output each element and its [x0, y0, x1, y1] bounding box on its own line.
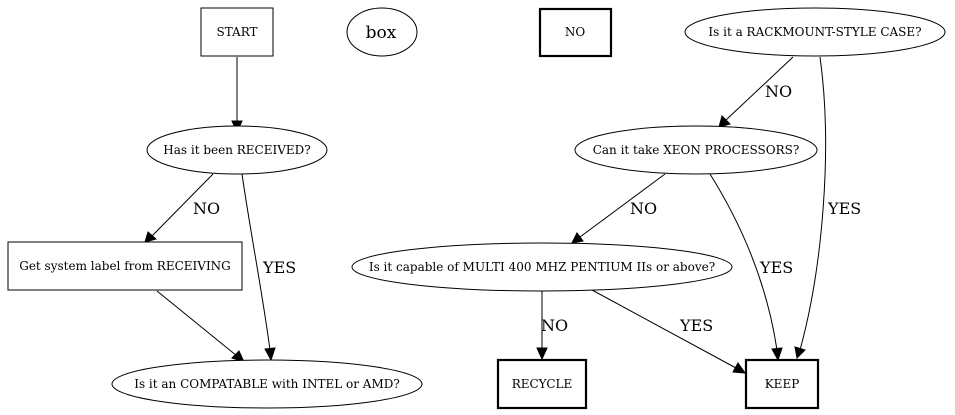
node-multi400-question: Is it capable of MULTI 400 MHZ PENTIUM I…	[351, 242, 733, 292]
node-get-label-text: Get system label from RECEIVING	[19, 259, 231, 273]
edge-label-xeon-no: NO	[630, 199, 657, 218]
node-no: NO	[538, 7, 613, 58]
node-received-label: Has it been RECEIVED?	[163, 143, 310, 157]
node-keep-label: KEEP	[765, 377, 800, 391]
edge-multi-to-recycle	[536, 290, 548, 361]
edge-rackmount-to-xeon	[718, 56, 794, 128]
edge-label-multi-no: NO	[541, 316, 568, 335]
edge-received-to-label	[144, 173, 214, 243]
node-compatible-label: Is it an COMPATABLE with INTEL or AMD?	[134, 377, 400, 391]
node-multi400-label: Is it capable of MULTI 400 MHZ PENTIUM I…	[369, 260, 715, 274]
node-start-label: START	[216, 25, 257, 39]
edge-xeon-to-keep	[709, 173, 783, 362]
node-rackmount-question: Is it a RACKMOUNT-STYLE CASE?	[684, 7, 946, 57]
edge-label-rackmount-no: NO	[765, 82, 792, 101]
node-start: START	[200, 7, 274, 57]
edge-xeon-to-multi	[571, 173, 666, 244]
node-compatible-question: Is it an COMPATABLE with INTEL or AMD?	[111, 359, 423, 409]
node-received-question: Has it been RECEIVED?	[146, 125, 328, 175]
node-recycle-label: RECYCLE	[512, 377, 573, 391]
edge-label-to-compatible	[156, 290, 245, 363]
edges: NO YES NO YES NO	[144, 56, 861, 374]
edge-start-to-received	[231, 57, 243, 134]
edge-received-to-compatible	[241, 173, 276, 362]
edge-label-rackmount-yes: YES	[827, 199, 861, 218]
node-no-label: NO	[565, 25, 586, 39]
edge-label-multi-yes: YES	[679, 316, 713, 335]
edge-label-received-yes: YES	[262, 258, 296, 277]
node-box-label: box	[366, 23, 397, 43]
node-box: box	[346, 7, 418, 57]
edge-label-received-no: NO	[193, 199, 220, 218]
node-keep: KEEP	[744, 358, 820, 410]
edge-multi-to-keep	[591, 289, 747, 374]
node-rackmount-label: Is it a RACKMOUNT-STYLE CASE?	[708, 25, 921, 39]
node-xeon-label: Can it take XEON PROCESSORS?	[593, 143, 800, 157]
node-xeon-question: Can it take XEON PROCESSORS?	[574, 125, 818, 175]
edge-rackmount-to-keep	[794, 56, 827, 360]
node-recycle: RECYCLE	[496, 358, 588, 410]
node-get-label: Get system label from RECEIVING	[7, 241, 243, 291]
edge-label-xeon-yes: YES	[759, 258, 793, 277]
